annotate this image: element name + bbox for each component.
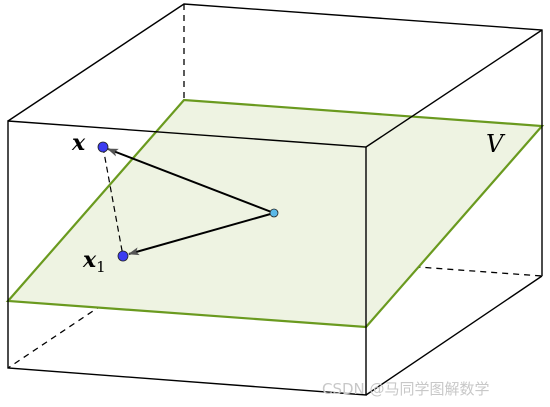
perpendicular-dashed-line bbox=[102, 146, 124, 257]
arrow-to-x1 bbox=[128, 212, 275, 256]
point-x bbox=[97, 141, 109, 153]
box-back-top bbox=[7, 3, 543, 276]
label-plane-v: V bbox=[486, 130, 506, 158]
point-origin bbox=[269, 208, 279, 218]
arrow-to-x bbox=[107, 148, 275, 214]
box-top-right-edge bbox=[365, 29, 543, 148]
box-bottom-right-edge bbox=[365, 275, 543, 396]
label-x: x bbox=[71, 130, 86, 156]
visible-edges bbox=[7, 3, 543, 396]
label-x1-base: x bbox=[82, 247, 97, 273]
label-x1-subscript: 1 bbox=[96, 258, 106, 276]
label-x1: x1 bbox=[82, 247, 106, 276]
watermark: CSDN @马同学图解数学 bbox=[322, 380, 490, 398]
point-x1 bbox=[117, 250, 129, 262]
